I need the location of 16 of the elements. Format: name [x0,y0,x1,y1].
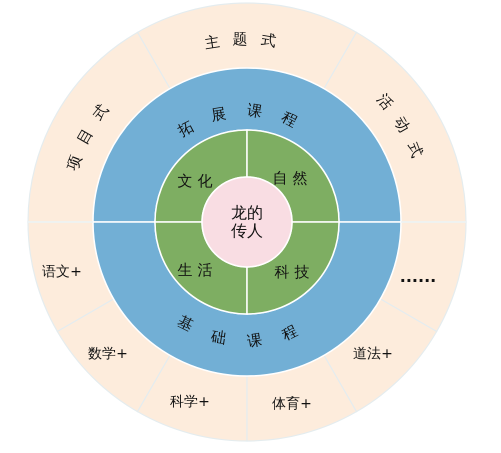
segment-label: 体育+ [272,395,312,413]
ring-label: 基础课程 [174,312,320,350]
segment-label: 生活 [177,260,218,280]
ring-label: 活动式 [373,90,432,173]
ring-label: 项目式 [62,90,121,173]
segment-label: ...... [400,266,436,286]
segment-label: 文化 [177,172,218,190]
segment-label: 道法+ [353,345,393,363]
segment-label: 数学+ [88,345,128,363]
segment-label: 语文+ [42,263,82,281]
segment-label: 科技 [274,262,315,282]
ring-label: 拓展课程 [174,100,320,140]
center-label: 龙的传人 [230,204,264,240]
segment-label: 科学+ [170,393,210,411]
ring-label: 主题式 [203,30,291,52]
segment-label: 自然 [272,168,313,188]
